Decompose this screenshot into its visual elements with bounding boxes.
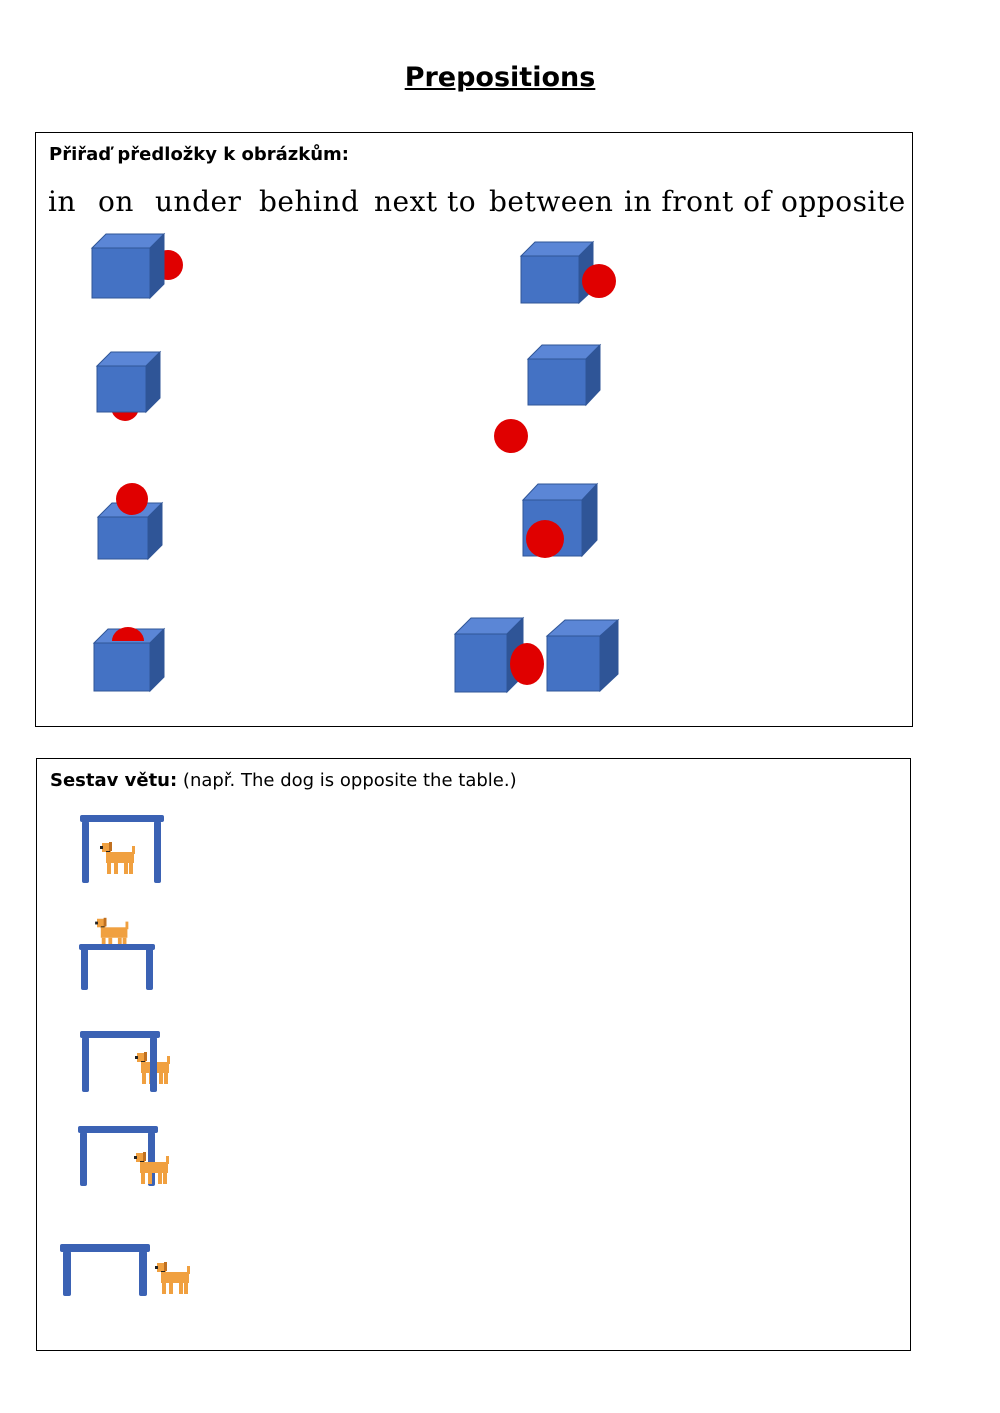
box-ball-behind-picture xyxy=(90,232,183,300)
word-bank-item: in front of xyxy=(624,185,772,218)
table-dog-next-to-picture xyxy=(60,1244,190,1296)
sentence-exercise: Sestav větu: (např. The dog is opposite … xyxy=(36,758,911,1351)
word-bank-item: behind xyxy=(259,185,360,218)
matching-exercise: Přiřaď předložky k obrázkům: in on under… xyxy=(35,132,913,727)
exercise-instruction: Sestav větu: (např. The dog is opposite … xyxy=(50,770,517,791)
word-bank-item: between xyxy=(489,185,614,218)
word-bank-item: next to xyxy=(374,185,477,218)
table-dog-behind-picture xyxy=(80,1031,170,1092)
table-dog-under-picture xyxy=(80,815,164,883)
box-ball-in-picture xyxy=(92,627,166,693)
boxes-ball-between-picture xyxy=(453,616,620,694)
box-ball-on-picture xyxy=(96,483,164,561)
page-title: Prepositions xyxy=(404,62,596,93)
table-dog-on-picture xyxy=(79,917,155,990)
table-dog-in-front-of-picture xyxy=(78,1126,169,1186)
word-bank-item: under xyxy=(155,185,242,218)
box-ball-under-picture xyxy=(95,350,162,421)
word-bank-item: on xyxy=(98,185,134,218)
box-ball-in-front-of-picture xyxy=(521,482,599,558)
box-ball-next-to-picture xyxy=(519,240,616,305)
word-bank-item: in xyxy=(48,185,76,218)
exercise-instruction: Přiřaď předložky k obrázkům: xyxy=(49,144,349,165)
box-ball-opposite-picture xyxy=(494,343,602,453)
word-bank-item: opposite xyxy=(781,185,906,218)
